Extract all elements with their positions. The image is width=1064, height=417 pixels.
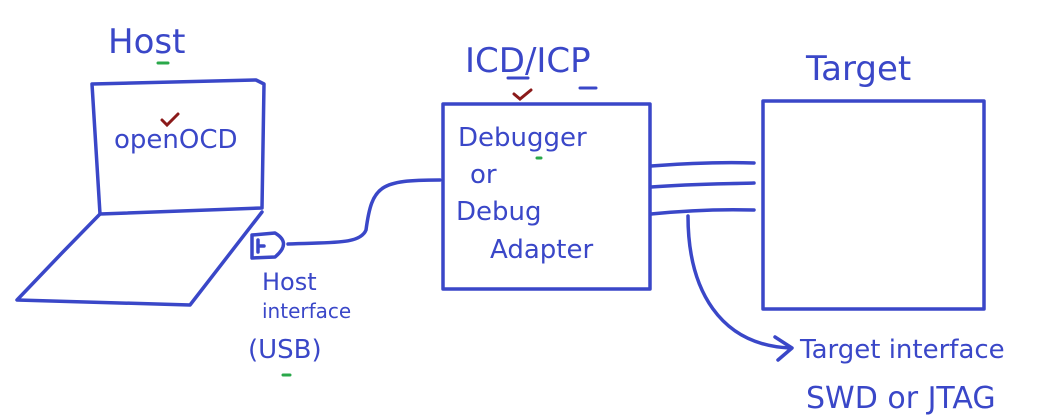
debugger-label-line3: Debug — [456, 197, 542, 227]
laptop-screen — [90, 78, 266, 216]
target-interface-label-line1: Target interface — [799, 335, 1005, 365]
debugger-label-line2: or — [470, 160, 497, 190]
check-mark-icon — [160, 112, 180, 128]
check-mark-icon — [512, 88, 533, 101]
target-bus — [649, 160, 756, 216]
icd-icp-label: ICD/ICP — [465, 41, 591, 81]
usb-cable — [286, 178, 442, 246]
usb-plug-detail — [256, 238, 266, 254]
target-interface-label-line2: SWD or JTAG — [806, 381, 996, 416]
usb-plug-icon — [250, 231, 286, 260]
laptop — [15, 78, 286, 307]
openocd-label: openOCD — [114, 125, 238, 155]
target-box — [761, 99, 986, 311]
host-interface-label-line1: Host — [262, 268, 317, 296]
target-interface-arrow — [686, 214, 792, 350]
debugger-label-line1: Debugger — [458, 123, 587, 153]
target-label: Target — [805, 49, 911, 89]
host-interface-label-line2: interface — [262, 299, 351, 323]
debugger-box — [441, 102, 652, 291]
arrow-head-icon — [773, 335, 794, 362]
laptop-base — [15, 210, 264, 307]
host-label: Host — [108, 22, 185, 62]
debugger-label-line4: Adapter — [490, 235, 593, 265]
underline-mark — [506, 76, 598, 90]
host-interface-label-line3: (USB) — [248, 335, 322, 365]
